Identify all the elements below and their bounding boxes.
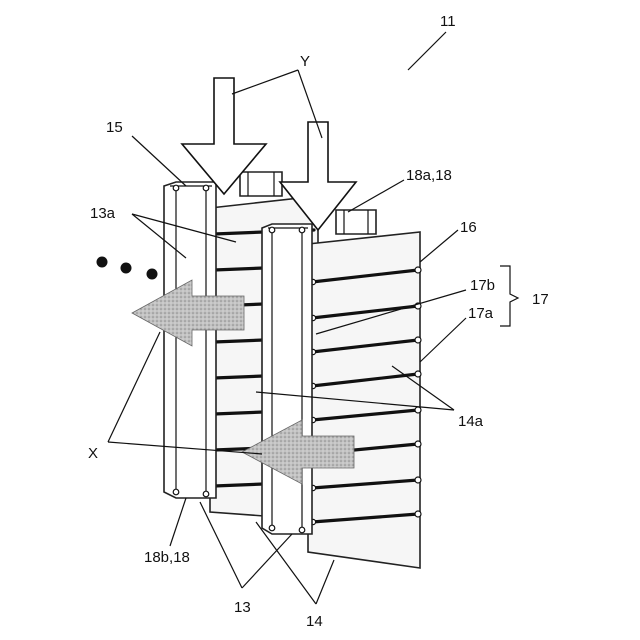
label-13a: 13a [90,205,116,222]
label-18b-18: 18b,18 [144,549,190,566]
label-17: 17 [532,291,549,308]
label-17a: 17a [468,305,494,322]
label-X: X [88,445,98,462]
tube-front [262,224,312,534]
label-Y: Y [300,53,310,70]
three-dots-icon [97,257,158,280]
label-15: 15 [106,119,123,136]
label-14a: 14a [458,413,484,430]
label-16: 16 [460,219,477,236]
label-11: 11 [440,13,456,30]
label-14: 14 [306,613,323,630]
fin-plate-front [308,232,421,568]
label-13: 13 [234,599,251,616]
label-18a-18: 18a,18 [406,167,452,184]
label-17b: 17b [470,277,495,294]
